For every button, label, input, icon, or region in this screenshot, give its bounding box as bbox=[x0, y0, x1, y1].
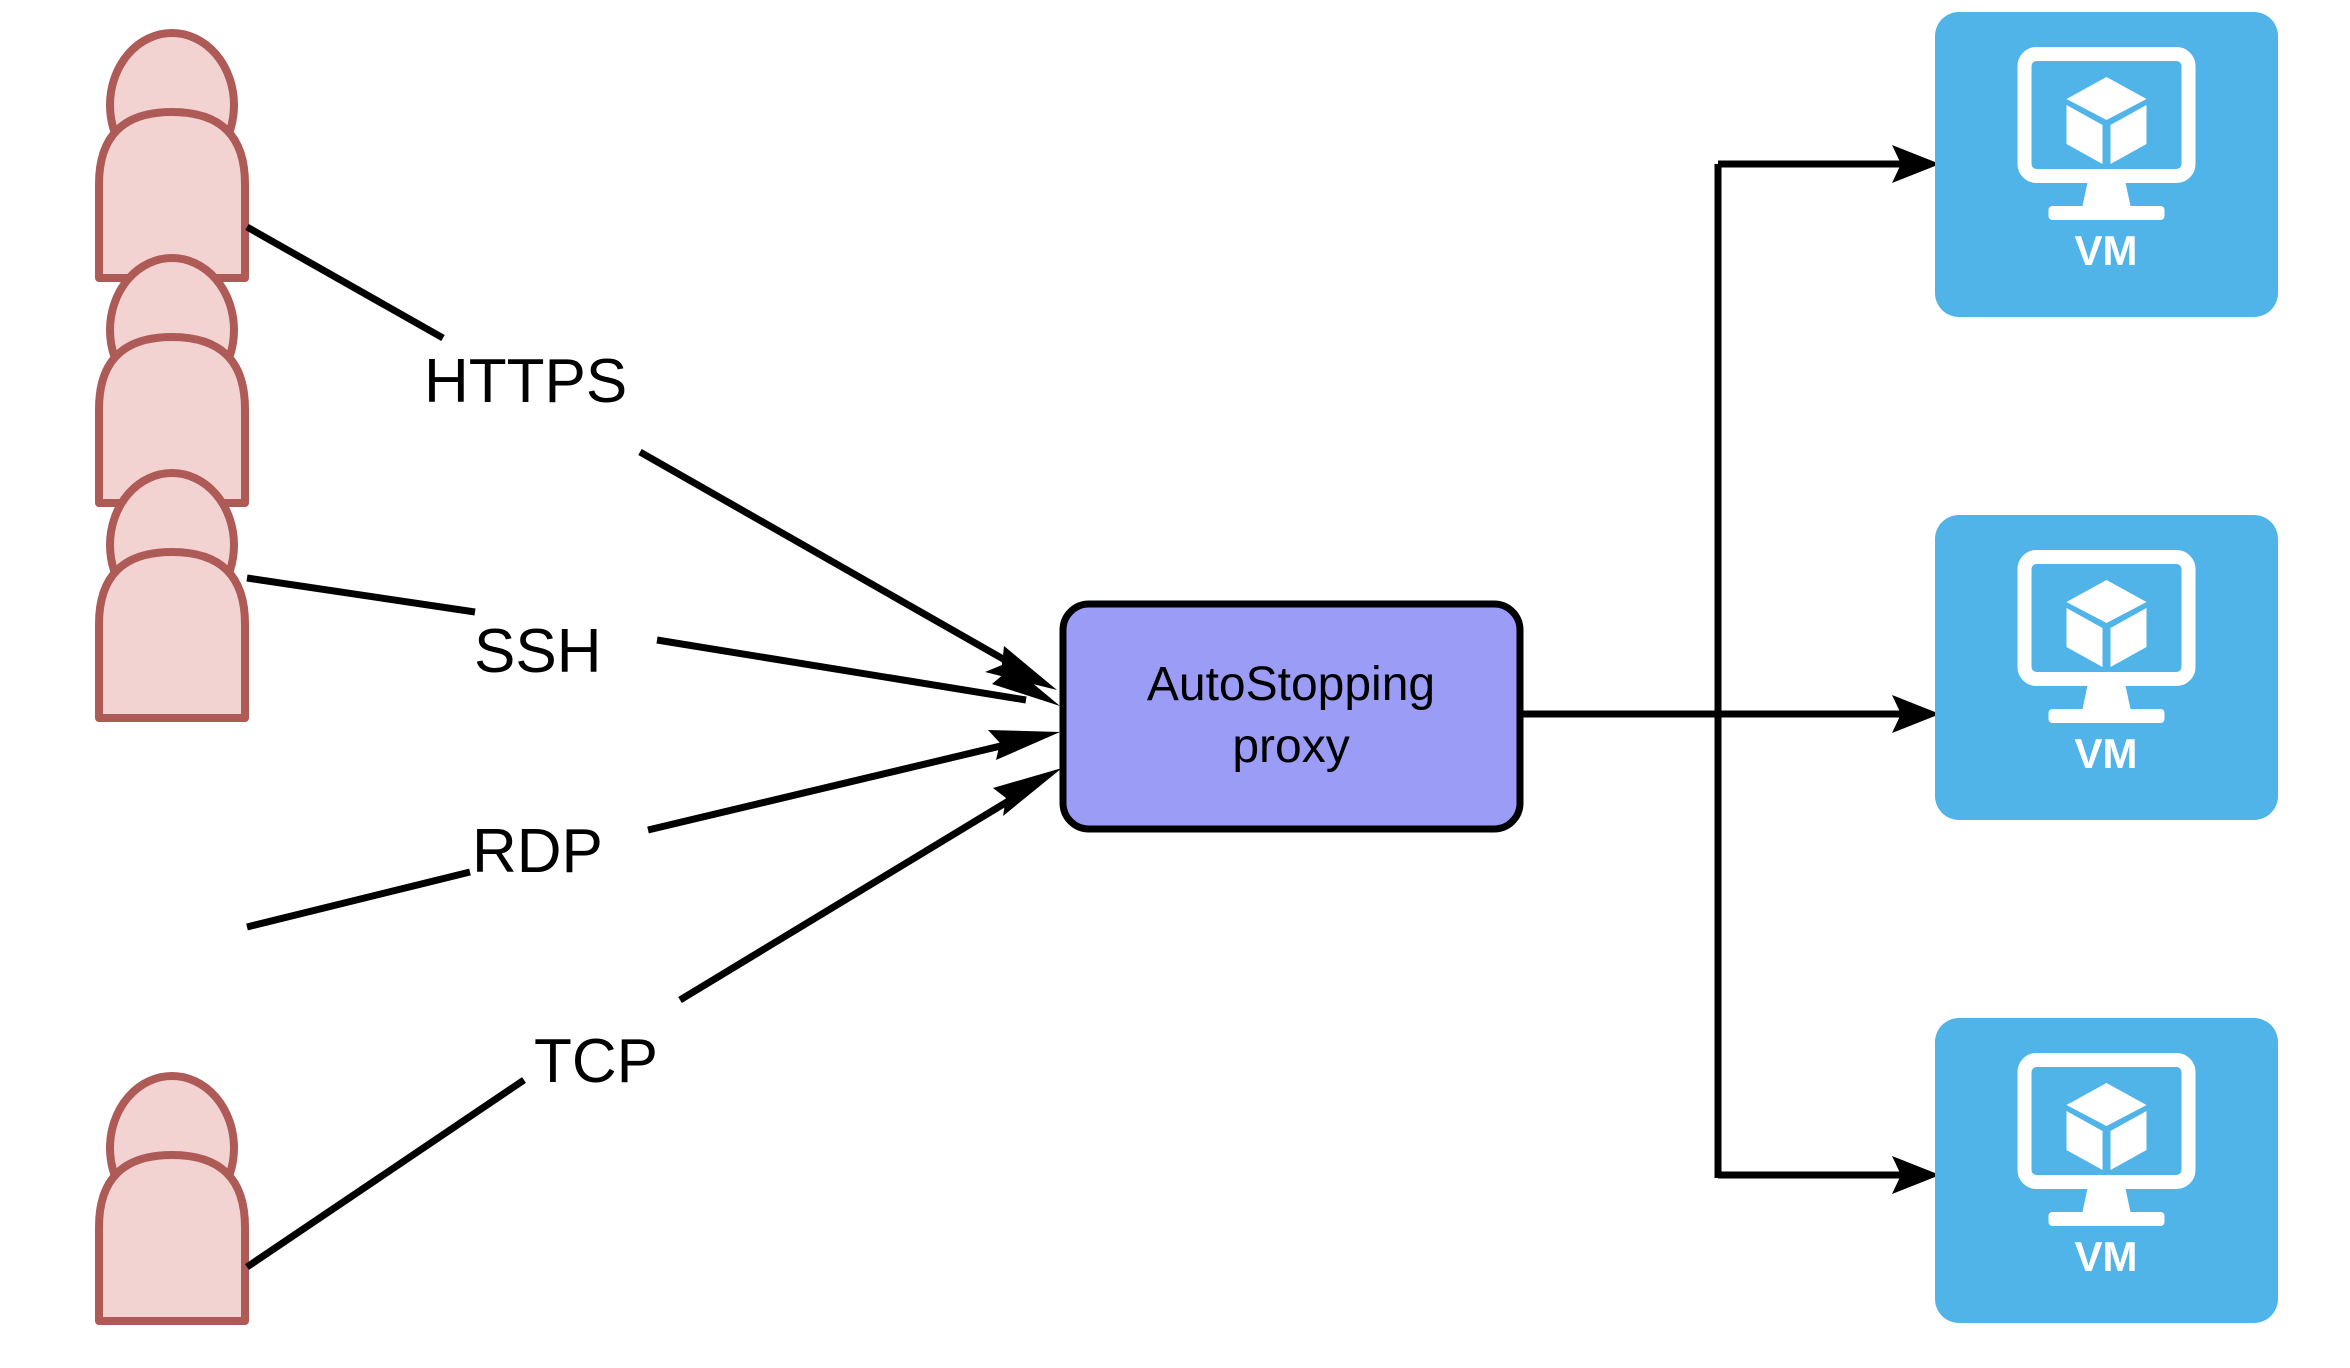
edge-rdp-arrowhead bbox=[988, 730, 1060, 760]
vm-label: VM bbox=[2075, 227, 2138, 274]
actor-body-icon bbox=[95, 1151, 249, 1325]
outbound-arrowhead-vm-3 bbox=[1892, 1156, 1940, 1194]
edge-ssh-arrowhead bbox=[992, 656, 1060, 706]
virtual-machine-monitor-icon bbox=[2017, 47, 2196, 220]
edge-ssh bbox=[246, 574, 1060, 706]
edge-rdp-segment-b bbox=[647, 736, 1027, 834]
actor-body-icon bbox=[95, 333, 249, 507]
target-vm-2[interactable]: VM bbox=[1935, 515, 2278, 820]
edge-label-rdp: RDP bbox=[472, 817, 603, 886]
actor-user-2[interactable] bbox=[95, 254, 249, 507]
proxy-box-shape bbox=[1059, 600, 1524, 833]
edge-tcp bbox=[245, 768, 1062, 1270]
vm-label: VM bbox=[2075, 730, 2138, 777]
edge-https-arrowhead bbox=[985, 646, 1057, 690]
edge-ssh-segment-b bbox=[656, 636, 1027, 704]
virtual-machine-monitor-icon bbox=[2017, 1053, 2196, 1226]
actor-body-icon bbox=[95, 108, 249, 282]
target-vm-3[interactable]: VM bbox=[1935, 1018, 2278, 1323]
proxy-node[interactable]: AutoStopping proxy bbox=[1059, 600, 1524, 833]
edge-https-segment-a bbox=[245, 223, 445, 342]
actor-user-4[interactable] bbox=[95, 1072, 249, 1325]
edge-label-ssh: SSH bbox=[474, 617, 601, 686]
edge-https-segment-b bbox=[638, 448, 1028, 676]
outbound-arrowhead-vm-1 bbox=[1892, 145, 1940, 183]
actor-body-icon bbox=[95, 548, 249, 722]
edge-proxy-to-vms bbox=[1520, 145, 1940, 1194]
proxy-label-line1: AutoStopping bbox=[1147, 658, 1435, 711]
edge-label-https: HTTPS bbox=[424, 347, 627, 416]
vm-label: VM bbox=[2075, 1233, 2138, 1280]
edge-tcp-segment-b bbox=[678, 785, 1032, 1003]
edge-rdp-segment-a bbox=[246, 868, 471, 931]
actor-user-3[interactable] bbox=[95, 469, 249, 722]
edge-https bbox=[245, 223, 1057, 690]
virtual-machine-monitor-icon bbox=[2017, 550, 2196, 723]
proxy-label-line2: proxy bbox=[1232, 720, 1349, 773]
edge-label-tcp: TCP bbox=[534, 1027, 658, 1096]
outbound-arrowhead-vm-2 bbox=[1892, 695, 1940, 733]
edge-tcp-segment-a bbox=[245, 1077, 526, 1270]
target-vm-1[interactable]: VM bbox=[1935, 12, 2278, 317]
edge-rdp bbox=[246, 730, 1060, 931]
edge-ssh-segment-a bbox=[246, 574, 476, 616]
actor-user-1[interactable] bbox=[95, 29, 249, 282]
edge-tcp-arrowhead bbox=[993, 768, 1062, 816]
